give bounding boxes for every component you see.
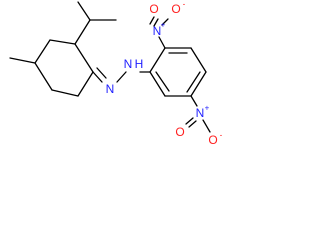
isopropyl-ch-bond	[74, 19, 91, 45]
para-nitro-n-label: N	[196, 106, 205, 120]
para-nitro-bonds	[185, 95, 211, 133]
hydrazone-bonds	[92, 67, 151, 83]
ortho-n-o-double-b	[149, 16, 155, 25]
para-n-o-single	[202, 119, 211, 133]
benzene-bond-4-5-inner	[186, 71, 201, 93]
benzene-bond-3-4	[190, 47, 207, 73]
para-c-n-bond	[190, 95, 198, 107]
methyl-bond	[9, 57, 36, 64]
ortho-nitro-n-label: N	[153, 24, 162, 38]
para-nitro-minus-charge: -	[220, 131, 223, 140]
alkyl-substituent-bonds	[9, 1, 117, 64]
benzene-bond-6-1-inner	[155, 71, 170, 92]
ring-bond-c6-c1	[77, 71, 94, 97]
benzene-bond-4-5	[190, 71, 207, 97]
para-nitro-o-single-label: O	[208, 133, 217, 147]
imine-double-bond-a	[92, 71, 103, 83]
structure-diagram: N N H N + O O - N + O O -	[9, 0, 223, 147]
benzene-bond-6-1	[149, 71, 166, 97]
ortho-nitro-minus-charge: -	[183, 0, 186, 9]
n-n-bond	[116, 71, 127, 83]
ortho-n-o-single	[161, 18, 169, 26]
para-n-o-double-b	[188, 120, 197, 128]
ortho-nitro-o-single-label: O	[171, 2, 180, 16]
benzene-ring-bonds	[149, 47, 207, 97]
cyclohexane-ring-bonds	[34, 39, 94, 97]
imine-double-bond-b	[96, 67, 107, 79]
benzene-bond-1-2	[149, 47, 166, 73]
para-n-o-double-a	[185, 117, 194, 125]
ring-bond-c3-c4	[34, 39, 51, 64]
isopropyl-methyl-a-bond	[77, 1, 91, 21]
ortho-nitro-o-double-label: O	[149, 2, 158, 16]
hydrazone-n2-label: N	[124, 57, 133, 71]
hydrazone-n1-label: N	[106, 82, 115, 96]
ortho-c-n-bond	[158, 36, 166, 49]
ortho-nitro-plus-charge: +	[161, 21, 166, 30]
ring-bond-c2-c3	[49, 39, 76, 45]
ring-bond-c4-c5	[34, 62, 53, 91]
ortho-n-o-double-a	[153, 18, 159, 27]
ring-bond-c1-c2	[74, 43, 94, 73]
hydrazone-h-label: H	[135, 57, 144, 71]
para-nitro-plus-charge: +	[205, 104, 210, 113]
ring-bond-c5-c6	[51, 89, 79, 97]
atom-labels: N N H N + O O - N + O O -	[106, 0, 223, 147]
ortho-nitro-bonds	[149, 16, 169, 49]
para-nitro-o-double-label: O	[175, 125, 184, 139]
